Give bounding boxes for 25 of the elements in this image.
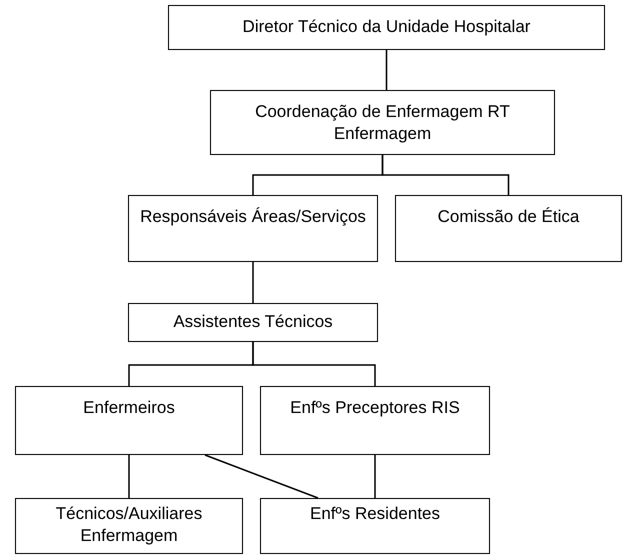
org-box [260,498,490,554]
org-box [260,386,490,455]
connector-line [252,262,254,303]
role-label: Enfermeiros [82,397,176,419]
role-label: Enfºs Residentes [309,503,441,525]
role-label: Responsáveis Áreas/Serviços [139,206,367,228]
org-box [128,195,378,262]
org-box [168,5,605,50]
role-label: Comissão de Ética [436,206,580,228]
role-label: Técnicos/Auxiliares Enfermagem [54,503,204,547]
org-box [210,90,555,155]
connector-line [386,50,388,90]
connector-line [252,342,376,386]
org-box [128,303,378,342]
org-box [15,386,243,455]
role-label: Assistentes Técnicos [172,311,334,333]
connector-line [382,155,510,195]
role-label: Diretor Técnico da Unidade Hospitalar [242,16,532,38]
connector-line [128,455,130,498]
role-label: Enfºs Preceptores RIS [289,397,461,419]
org-box [15,498,243,554]
connector-line [374,455,376,498]
role-label: Coordenação de Enfermagem RT Enfermagem [254,101,511,145]
connector-line [204,454,318,499]
org-box [395,195,622,262]
